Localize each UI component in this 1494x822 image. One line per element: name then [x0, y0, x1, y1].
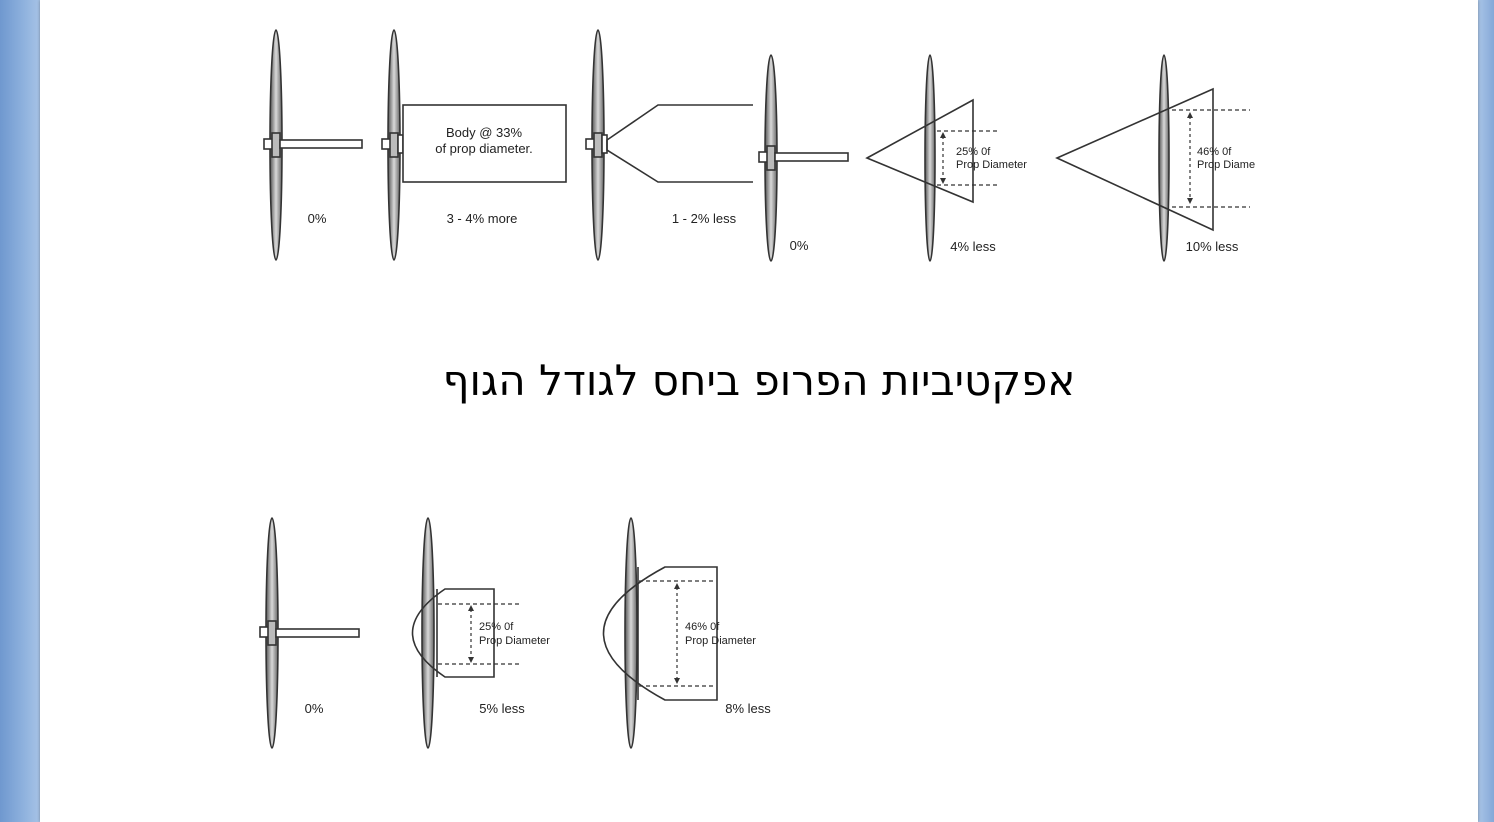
body-text-line1: Body @ 33% [446, 125, 523, 140]
dome-large-text-line2: Prop Diameter [685, 635, 756, 647]
prop-plain-shaft [263, 29, 363, 261]
prop-diagram: Body @ 33% of prop diameter. 25% 0f Prop… [259, 29, 1255, 749]
dome-large-text-line1: 46% 0f [685, 621, 720, 633]
cone-small-text-line1: 25% 0f [956, 146, 991, 158]
label-bottom-1: 0% [305, 701, 324, 716]
label-top-5: 4% less [950, 239, 996, 254]
prop-small-cone [865, 54, 997, 262]
window-frame-right [1478, 0, 1494, 822]
cone-large-text-line2: Prop Diame [1197, 159, 1255, 171]
prop-pointed-body [585, 29, 753, 261]
cone-large-text-line1: 46% 0f [1197, 146, 1232, 158]
prop-large-cone [1055, 54, 1250, 262]
window-frame-left [0, 0, 40, 822]
prop-plain-shaft-3 [259, 517, 360, 749]
cone-small-text-line2: Prop Diameter [956, 159, 1027, 171]
label-bottom-3: 8% less [725, 701, 771, 716]
body-text-line2: of prop diameter. [435, 141, 533, 156]
label-top-6: 10% less [1186, 239, 1239, 254]
label-top-3: 1 - 2% less [672, 211, 737, 226]
prop-cylinder-body [381, 29, 567, 261]
dome-small-text-line2: Prop Diameter [479, 635, 550, 647]
slide-heading: אפקטיביות הפרופ ביחס לגודל הגוף [442, 356, 1076, 405]
label-top-4: 0% [790, 238, 809, 253]
label-bottom-2: 5% less [479, 701, 525, 716]
slide-page: Body @ 33% of prop diameter. 25% 0f Prop… [40, 0, 1478, 822]
dome-small-text-line1: 25% 0f [479, 621, 514, 633]
label-top-1: 0% [308, 211, 327, 226]
label-top-2: 3 - 4% more [447, 211, 518, 226]
prop-large-dome [602, 517, 718, 749]
prop-small-dome [411, 517, 520, 749]
prop-plain-shaft-2 [758, 54, 849, 262]
